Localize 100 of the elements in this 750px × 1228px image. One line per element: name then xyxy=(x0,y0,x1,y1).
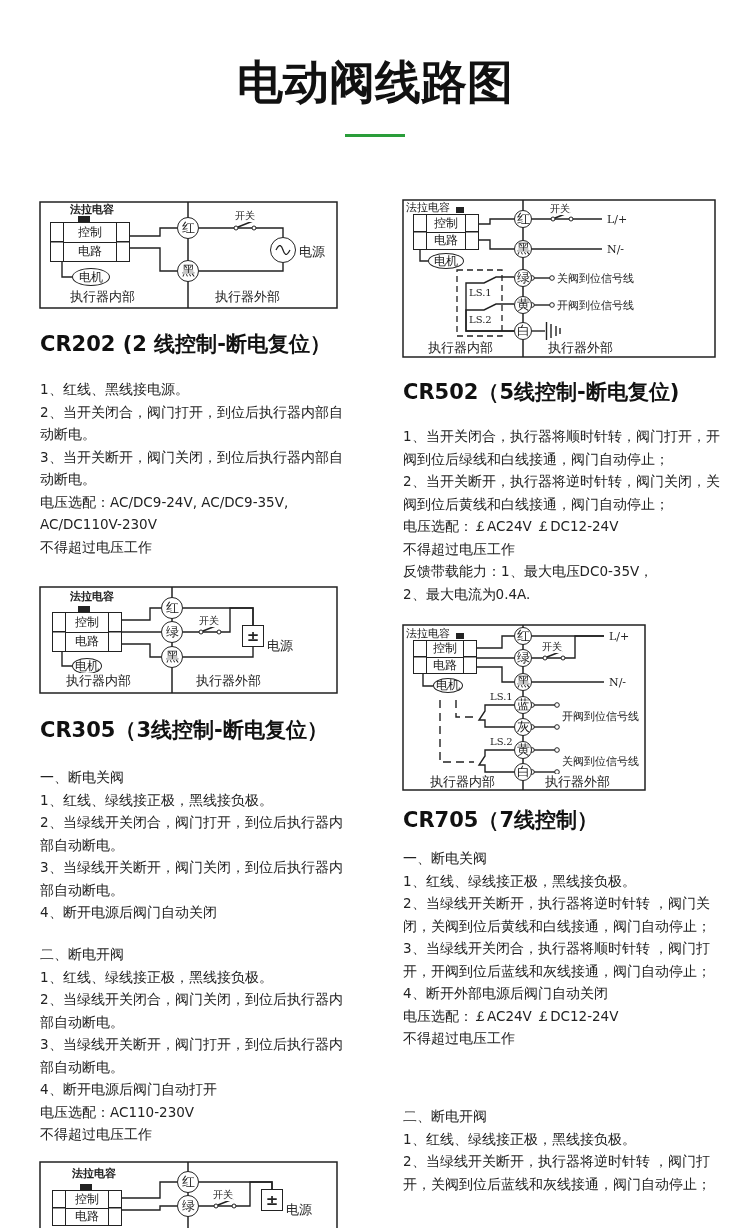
wire-line xyxy=(476,657,515,659)
diagram-label: 执行器外部 xyxy=(545,774,610,789)
paragraph: 4、断开电源后阀门自动打开 xyxy=(40,1080,218,1099)
terminal-label: N/- xyxy=(604,674,638,690)
edge-label: 开关 xyxy=(542,641,562,653)
page-title: 电动阀线路图 xyxy=(236,54,514,111)
paragraph: 4、断开电源后阀门自动关闭 xyxy=(40,903,218,922)
signal-label: 开阀到位信号线 xyxy=(557,703,667,729)
paragraph: 不得超过电压工作 xyxy=(40,1125,153,1144)
wire-line xyxy=(182,646,254,658)
section-heading: CR305（3线控制-断电复位） xyxy=(40,717,328,744)
component-label: 法拉电容 xyxy=(70,203,114,216)
section-heading: CR502（5线控制-断电复位) xyxy=(403,379,680,406)
component-label: 法拉电容 xyxy=(70,590,114,603)
control-circuit-box xyxy=(52,612,122,652)
wire-terminal: 灰 xyxy=(514,718,532,736)
paragraph: 二、断电开阀 xyxy=(403,1107,488,1126)
control-circuit-box xyxy=(50,222,130,262)
wire-line xyxy=(129,247,178,272)
wire-terminal: 黑 xyxy=(161,646,183,668)
motor-ellipse: 电机 xyxy=(72,658,102,674)
diagram-label: 执行器内部 xyxy=(428,340,493,355)
wire-terminal: 绿 xyxy=(177,1195,199,1217)
circuit-label: 电路 xyxy=(426,656,464,673)
paragraph: 2、当开关断开，执行器将逆时针转，阀门关闭，关阀到位后黄线和白线接通，阀门自动停止； xyxy=(403,472,721,514)
wire-line xyxy=(477,704,515,728)
terminal-label: N/- xyxy=(602,241,636,257)
wire-terminal: 红 xyxy=(177,217,199,239)
circuit-label: 控制 xyxy=(426,215,466,232)
paragraph: 电压选配：AC/DC9-24V, AC/DC9-35V, AC/DC110V-230V xyxy=(40,492,290,534)
circuit-label: 电路 xyxy=(63,241,117,261)
paragraph: 电压选配：￡AC24V ￡DC12-24V xyxy=(403,517,620,536)
edge-label: 开关 xyxy=(235,210,255,222)
wire-line xyxy=(121,643,162,658)
wire-terminal: 蓝 xyxy=(514,696,532,714)
control-circuit-box xyxy=(413,640,477,674)
component-label: 法拉电容 xyxy=(406,201,450,214)
paragraph: 一、断电关阀 xyxy=(40,768,125,787)
circuit-label: 控制 xyxy=(65,1191,109,1208)
paragraph: 1、红线、绿线接正极，黑线接负极。 xyxy=(403,871,637,891)
wire-line xyxy=(476,635,515,649)
wire-line xyxy=(121,1181,178,1199)
diagram-label: 执行器外部 xyxy=(548,340,613,355)
wire-terminal: 红 xyxy=(177,1171,199,1193)
node-caption: 电源 xyxy=(267,638,293,653)
wire-terminal: 黄 xyxy=(514,296,532,314)
edge-label: LS.1 xyxy=(490,691,513,703)
paragraph: 2、当绿线开关断开，执行器将逆时针转 ，阀门打开，关阀到位后蓝线和灰线接通，阀门自动停止； xyxy=(403,1152,712,1194)
diagram-label: 执行器外部 xyxy=(196,673,261,688)
wire-line xyxy=(419,249,429,262)
wire-line xyxy=(531,635,605,659)
wire-line xyxy=(61,261,73,278)
paragraph: 1、红线、绿线接正极，黑线接负极。 xyxy=(403,1129,637,1149)
control-circuit-box xyxy=(413,214,479,250)
wire-line xyxy=(198,262,284,272)
wire-line xyxy=(478,218,515,225)
diagram-label: 执行器内部 xyxy=(430,774,495,789)
paragraph: 不得超过电压工作 xyxy=(403,539,516,559)
wire-terminal: 红 xyxy=(514,210,532,228)
wire-line xyxy=(198,1181,273,1207)
node-caption: 电源 xyxy=(299,244,325,259)
wire-line xyxy=(531,218,603,220)
paragraph: 电压选配：AC110-230V xyxy=(40,1102,196,1122)
wire-line xyxy=(531,681,605,683)
paragraph: 一、断电关阀 xyxy=(403,849,488,868)
signal-label: 关阀到位信号线 xyxy=(552,270,662,286)
paragraph: 4、断开外部电源后阀门自动关闭 xyxy=(403,984,609,1003)
power-source-symbol xyxy=(270,237,296,263)
diagram-label: 执行器内部 xyxy=(66,673,131,688)
edge-label: 开关 xyxy=(199,615,219,627)
paragraph: 3、当开关断开，阀门关闭，到位后执行器内部自动断电。 xyxy=(40,447,344,489)
wire-terminal: 绿 xyxy=(161,621,183,643)
wire-terminal: 黑 xyxy=(177,260,199,282)
wire-line xyxy=(61,651,73,667)
paragraph: 反馈带载能力：1、最大电压DC0-35V， xyxy=(403,562,655,581)
wire-line xyxy=(478,239,515,250)
wire-line xyxy=(477,749,515,773)
power-source-symbol: ± xyxy=(242,625,264,647)
node-caption: 电源 xyxy=(286,1202,312,1217)
paragraph: 3、当绿线开关闭合，执行器将顺时针转 ，阀门打开，开阀到位后蓝线和灰线接通，阀门自动停止； xyxy=(403,939,712,981)
wire-line xyxy=(465,303,515,332)
paragraph: 二、断电开阀 xyxy=(40,945,125,964)
signal-label: 关阀到位信号线 xyxy=(557,748,667,774)
edge-label: LS.2 xyxy=(490,736,513,748)
paragraph: 3、当绿线开关断开，阀门关闭，到位后执行器内部自动断电。 xyxy=(40,858,344,900)
paragraph: 1、红线、绿线接正极，黑线接负极。 xyxy=(40,790,274,810)
paragraph: 不得超过电压工作 xyxy=(40,537,153,557)
control-circuit-box xyxy=(52,1190,122,1226)
wire-line xyxy=(121,631,162,633)
diagram-label: 执行器外部 xyxy=(215,289,280,304)
paragraph: 2、当绿线开关断开，执行器将逆时针转 ，阀门关闭，关阀到位后黄线和白线接通，阀门自动停止； xyxy=(403,894,712,936)
wire-line xyxy=(476,666,515,683)
wire-line xyxy=(121,1205,178,1211)
circuit-label: 控制 xyxy=(426,641,464,657)
section-heading: CR705（7线控制） xyxy=(403,807,599,834)
motor-ellipse: 电机 xyxy=(433,678,463,693)
wire-line xyxy=(531,248,603,250)
circuit-label: 控制 xyxy=(65,613,109,632)
diagram-label: 执行器内部 xyxy=(70,289,135,304)
wire-terminal: 黑 xyxy=(514,673,532,691)
